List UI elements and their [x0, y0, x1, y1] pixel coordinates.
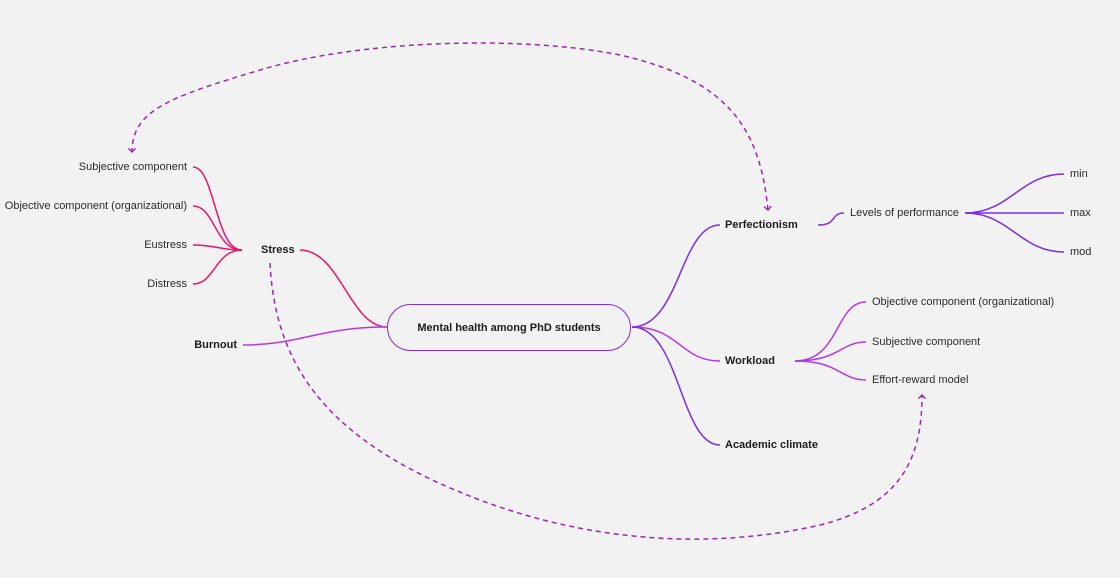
dashed-arrow-stress-effort	[269, 262, 927, 540]
workload-child-effort[interactable]: Effort-reward model	[872, 374, 969, 386]
link-perfectionism-levels	[817, 212, 845, 226]
stress-child-objective[interactable]: Objective component (organizational)	[4, 200, 187, 212]
link-central-burnout	[242, 326, 388, 346]
link-levels-mod	[964, 212, 1065, 253]
link-levels-min	[964, 173, 1065, 214]
levels-max[interactable]: max	[1070, 207, 1091, 219]
topic-workload[interactable]: Workload	[725, 355, 775, 367]
link-workload-objective	[794, 301, 867, 362]
topic-burnout[interactable]: Burnout	[194, 339, 237, 351]
link-central-academic	[631, 326, 721, 446]
central-topic[interactable]: Mental health among PhD students	[387, 304, 631, 351]
topic-stress[interactable]: Stress	[261, 244, 295, 256]
dashed-arrow-perfectionism-subjective	[127, 42, 772, 211]
link-stress-distress	[192, 249, 243, 285]
link-central-stress	[299, 249, 388, 328]
workload-child-subjective[interactable]: Subjective component	[872, 336, 981, 348]
topic-perfectionism[interactable]: Perfectionism	[725, 219, 798, 231]
link-workload-subjective	[794, 341, 867, 362]
link-workload-effort	[794, 360, 867, 381]
topic-academic-climate[interactable]: Academic climate	[725, 439, 818, 451]
levels-min[interactable]: min	[1070, 168, 1088, 180]
workload-child-objective[interactable]: Objective component (organizational)	[872, 296, 1055, 308]
stress-child-subjective[interactable]: Subjective component	[78, 161, 187, 173]
stress-child-eustress[interactable]: Eustress	[144, 239, 187, 251]
link-central-perfectionism	[631, 224, 721, 328]
link-central-workload	[631, 326, 721, 362]
levels-mod[interactable]: mod	[1070, 246, 1092, 258]
perfectionism-child-levels[interactable]: Levels of performance	[850, 207, 959, 219]
stress-child-distress[interactable]: Distress	[147, 278, 187, 290]
